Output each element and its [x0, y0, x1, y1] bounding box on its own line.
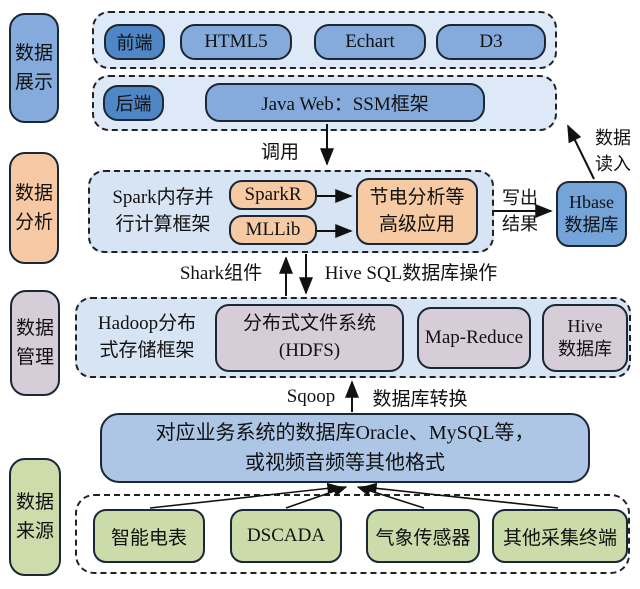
map-reduce-box: Map-Reduce [417, 307, 531, 369]
write-result-label: 写出 结果 [502, 188, 538, 234]
backend-tag: 后端 [103, 85, 164, 121]
hive-sql-label: Hive SQL数据库操作 [324, 262, 498, 284]
power-saving-app-box: 节电分析等 高级应用 [356, 178, 478, 245]
frontend-tag: 前端 [104, 24, 165, 60]
smart-meter-box: 智能电表 [93, 509, 205, 563]
source-group-container [75, 494, 630, 574]
other-terminal-box: 其他采集终端 [492, 509, 628, 563]
layer-label-management: 数据 管理 [10, 290, 60, 396]
hive-db-box: Hive 数据库 [542, 304, 628, 372]
mllib-box: MLLib [229, 215, 317, 245]
layer-label-analysis: 数据 分析 [9, 152, 59, 264]
echart-box: Echart [314, 24, 426, 60]
hbase-box: Hbase 数据库 [556, 181, 627, 247]
sparkr-box: SparkR [229, 180, 317, 210]
shark-component-label: Shark组件 [179, 262, 263, 284]
javaweb-ssm-box: Java Web：SSM框架 [205, 83, 485, 122]
hdfs-box: 分布式文件系统 (HDFS) [215, 304, 404, 372]
call-arrow-label: 调用 [260, 141, 299, 163]
hadoop-framework-label: Hadoop分布 式存储框架 [97, 313, 197, 361]
d3-box: D3 [436, 24, 546, 60]
db-convert-label: 数据库转换 [372, 388, 468, 410]
weather-sensor-box: 气象传感器 [366, 509, 480, 563]
layer-label-source: 数据 来源 [9, 458, 61, 576]
layer-label-display: 数据 展示 [9, 13, 59, 123]
sqoop-label: Sqoop [286, 386, 336, 407]
dscada-box: DSCADA [230, 509, 342, 563]
business-database-box: 对应业务系统的数据库Oracle、MySQL等， 或视频音频等其他格式 [100, 413, 590, 483]
data-read-label: 数据 读入 [595, 128, 631, 174]
spark-framework-label: Spark内存并 行计算框架 [112, 187, 214, 235]
html5-box: HTML5 [180, 24, 292, 60]
